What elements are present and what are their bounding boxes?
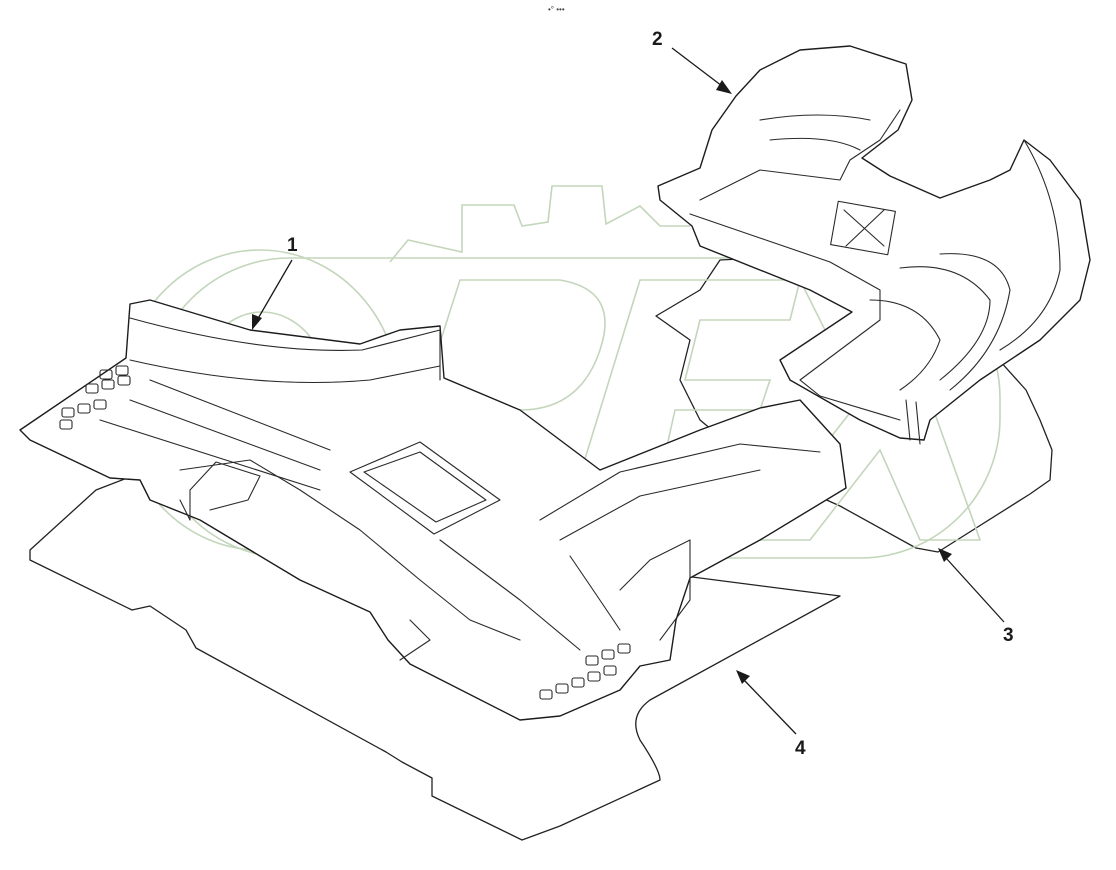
callout-4-label: 4 <box>795 738 806 759</box>
callout-4-leader <box>743 679 797 735</box>
part-1-rear-liner <box>19 299 847 721</box>
callout-1-arrowhead <box>252 314 262 330</box>
top-mark: •° ••• <box>548 5 565 14</box>
callout-4: 4 <box>736 670 806 759</box>
part-2-front-liner <box>657 45 1091 445</box>
callout-2-label: 2 <box>652 29 663 50</box>
callout-4-arrowhead <box>736 670 750 684</box>
callout-2-arrowhead <box>716 80 732 94</box>
callout-3-label: 3 <box>1003 625 1014 646</box>
callout-3-leader <box>945 557 1005 623</box>
callout-2: 2 <box>652 29 732 94</box>
callout-1-label: 1 <box>287 235 298 256</box>
callout-3: 3 <box>938 548 1014 646</box>
callout-1: 1 <box>252 235 298 330</box>
callout-1-leader <box>255 259 293 323</box>
drain-slots <box>59 365 631 700</box>
callout-2-leader <box>671 47 723 87</box>
callout-3-arrowhead <box>938 548 952 562</box>
